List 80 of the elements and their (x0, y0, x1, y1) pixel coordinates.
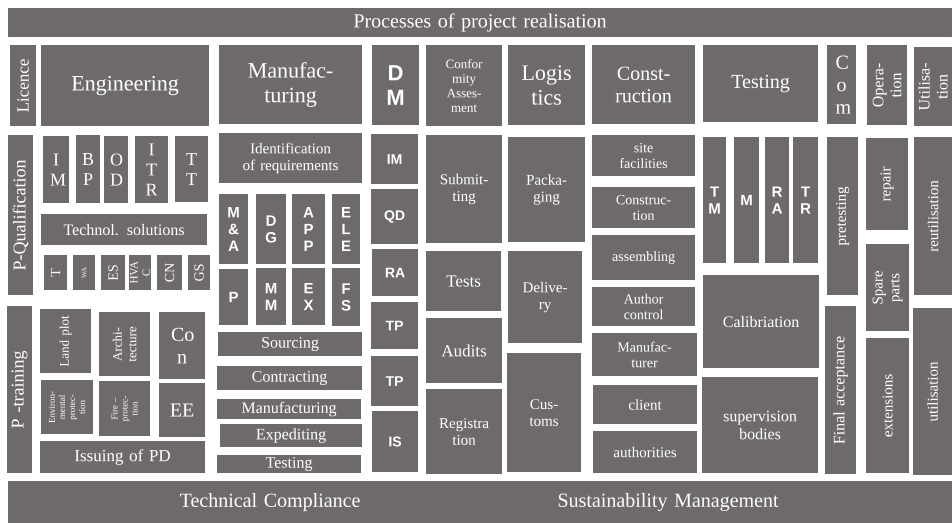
process-box: I M (43, 136, 69, 203)
process-box: M M (256, 268, 286, 325)
process-box: T T (175, 136, 208, 202)
process-box: Spare parts (866, 244, 910, 331)
process-box: RA (372, 249, 418, 296)
process-box: P (219, 269, 248, 325)
column-header-box: C o m (827, 45, 856, 124)
process-box: P-Qualification (8, 135, 33, 295)
process-box: I T R (135, 136, 168, 203)
process-box: O D (104, 136, 128, 203)
process-box: Cus- toms (507, 353, 581, 472)
process-box: D G (256, 194, 286, 264)
process-box: reutilisation (914, 137, 952, 295)
column-header-box: Const- ruction (592, 45, 695, 124)
process-box: Manufac- turer (592, 333, 697, 376)
column-header-box: Testing (703, 45, 818, 122)
process-box: M & A (219, 194, 248, 264)
process-box: Contracting (217, 366, 362, 390)
process-box: EE (159, 383, 205, 437)
process-box: authorities (593, 431, 697, 473)
process-box: Expediting (220, 424, 362, 447)
process-box: Registra tion (426, 389, 502, 474)
process-box: QD (371, 189, 418, 244)
process-box: R A (765, 137, 789, 263)
process-box: T (44, 255, 67, 290)
process-box: A P P (292, 194, 325, 264)
process-box: Calibriation (703, 275, 819, 368)
process-box: extensions (866, 338, 910, 473)
process-box: TP (371, 302, 418, 349)
column-header-box: D M (372, 45, 419, 125)
process-box: Identification of requirements (219, 133, 362, 183)
process-box: GS (188, 255, 210, 290)
process-box: T R (793, 137, 818, 263)
process-box: IM (371, 134, 418, 184)
process-box: HVA C (129, 255, 151, 290)
process-box: Construc- tion (592, 187, 695, 228)
process-box: Issuing of PD (40, 441, 205, 473)
process-box: Author control (592, 287, 695, 326)
process-box: CN (157, 255, 182, 290)
process-box: Co n (159, 312, 205, 379)
process-box: Packa- ging (508, 137, 585, 242)
process-box: assembling (592, 235, 695, 280)
process-box: M (734, 137, 759, 263)
process-box: Testing (217, 455, 361, 473)
process-box: site facilities (592, 135, 695, 176)
column-header-box: Utilisa- tion (914, 47, 952, 126)
process-box: Delive- ry (508, 251, 582, 343)
process-box: Submit- ting (426, 135, 502, 243)
process-box: repair (866, 138, 908, 230)
column-header-box: Engineering (41, 45, 209, 126)
column-header-box: Confor mity Asses- ment (426, 45, 502, 126)
process-box: F S (332, 268, 360, 326)
process-box: IS (372, 411, 418, 472)
column-header-box: Manufac- turing (219, 45, 362, 124)
process-box: Tests (426, 251, 501, 311)
process-box: utilisation (913, 308, 952, 475)
process-box: T M (703, 137, 726, 263)
process-box: Final acceptance (825, 306, 856, 474)
process-box: E X (292, 268, 325, 325)
header-band: Processes of project realisation (8, 8, 952, 37)
process-box: ES (101, 255, 125, 290)
footer-band: Technical Compliance Sustainability Management (8, 481, 952, 523)
process-box: Technol. solutions (41, 214, 207, 245)
column-header-box: Licence (10, 45, 36, 126)
process-box: P -training (7, 306, 32, 473)
process-box: client (593, 385, 697, 424)
process-box: B P (76, 135, 100, 203)
process-box: Manufacturing (217, 399, 361, 419)
process-box: Environ- mental protec- tion (41, 380, 93, 434)
column-header-box: Opera- tion (867, 45, 907, 125)
process-box: pretesting (827, 137, 858, 295)
process-box: TP (371, 356, 418, 406)
process-box: Audits (426, 318, 502, 383)
process-box: Archi- tecture (99, 312, 150, 376)
process-box: Land plot (40, 309, 91, 373)
process-box: Sourcing (218, 332, 362, 356)
column-header-box: Logis tics (508, 45, 585, 125)
process-box: Fire – protec- tion (99, 381, 150, 436)
process-box: E L E (332, 194, 360, 264)
process-box: supervision bodies (702, 377, 818, 473)
